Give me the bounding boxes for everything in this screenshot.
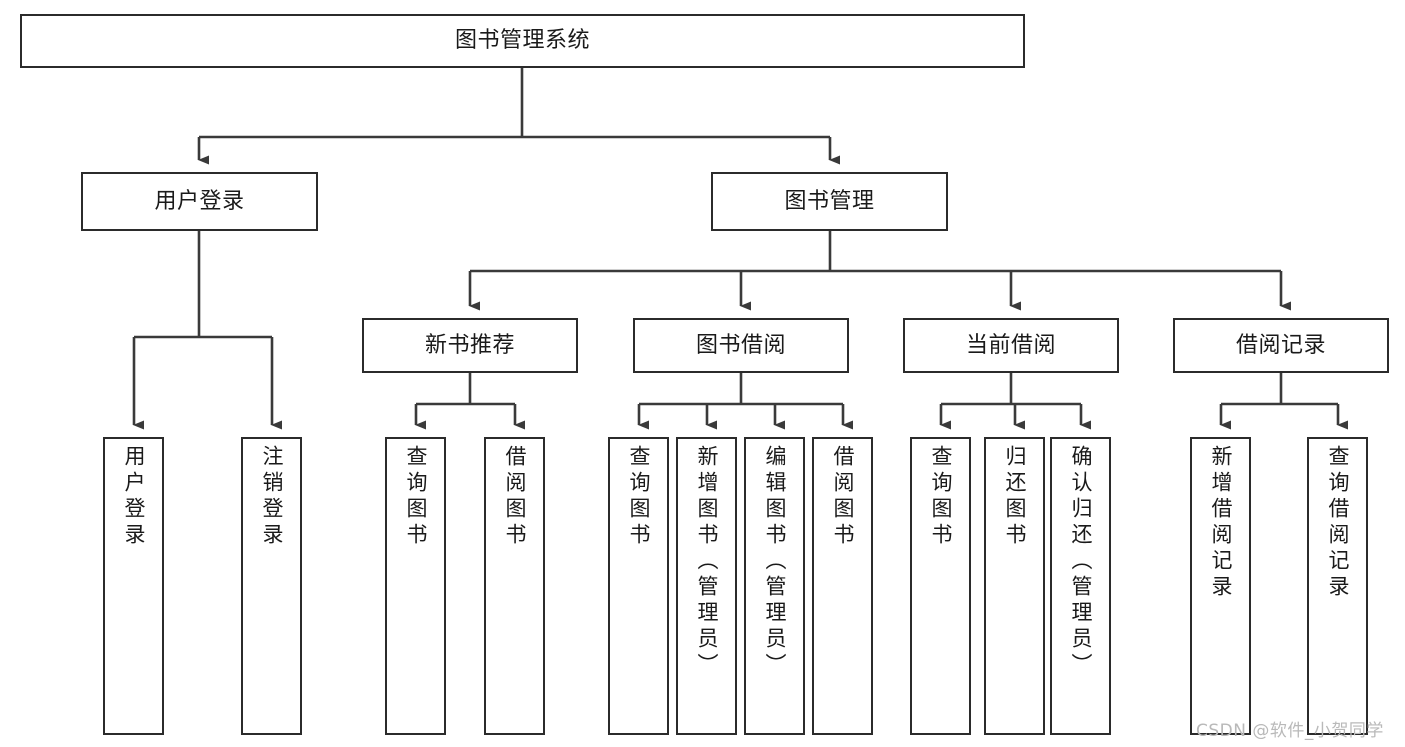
node-leaf-query-book-3-label: 查询图书	[929, 445, 953, 549]
node-borrow-record[interactable]: 借阅记录	[1173, 318, 1389, 373]
node-current-borrow[interactable]: 当前借阅	[903, 318, 1119, 373]
node-leaf-user-login-label: 用户登录	[122, 445, 146, 549]
node-leaf-edit-book-label: 编辑图书（管理员）	[763, 445, 787, 679]
node-leaf-borrow-book-1[interactable]: 借阅图书	[484, 437, 545, 735]
node-new-book-rec-label: 新书推荐	[424, 332, 515, 358]
node-leaf-query-book-2[interactable]: 查询图书	[608, 437, 669, 735]
node-leaf-return-book-label: 归还图书	[1003, 445, 1027, 549]
node-leaf-add-book[interactable]: 新增图书（管理员）	[676, 437, 737, 735]
node-leaf-confirm-return-label: 确认归还（管理员）	[1069, 445, 1093, 679]
node-leaf-user-logout-label: 注销登录	[260, 445, 284, 549]
node-leaf-borrow-book-2-label: 借阅图书	[831, 445, 855, 549]
node-leaf-query-book-1-label: 查询图书	[404, 445, 428, 549]
node-user-login[interactable]: 用户登录	[81, 172, 318, 231]
node-user-login-label: 用户登录	[154, 188, 245, 214]
node-leaf-add-record-label: 新增借阅记录	[1209, 445, 1233, 601]
node-leaf-user-login[interactable]: 用户登录	[103, 437, 164, 735]
node-root-label: 图书管理系统	[454, 28, 590, 54]
node-leaf-add-book-label: 新增图书（管理员）	[695, 445, 719, 679]
node-leaf-query-book-3[interactable]: 查询图书	[910, 437, 971, 735]
node-book-manage[interactable]: 图书管理	[711, 172, 948, 231]
node-leaf-user-logout[interactable]: 注销登录	[241, 437, 302, 735]
node-book-borrow[interactable]: 图书借阅	[633, 318, 849, 373]
node-leaf-return-book[interactable]: 归还图书	[984, 437, 1045, 735]
node-leaf-query-record[interactable]: 查询借阅记录	[1307, 437, 1368, 735]
node-current-borrow-label: 当前借阅	[965, 332, 1056, 358]
node-leaf-borrow-book-1-label: 借阅图书	[503, 445, 527, 549]
node-leaf-query-book-1[interactable]: 查询图书	[385, 437, 446, 735]
node-root-system[interactable]: 图书管理系统	[20, 14, 1025, 68]
node-book-manage-label: 图书管理	[784, 188, 875, 214]
node-leaf-borrow-book-2[interactable]: 借阅图书	[812, 437, 873, 735]
node-leaf-edit-book[interactable]: 编辑图书（管理员）	[744, 437, 805, 735]
node-new-book-rec[interactable]: 新书推荐	[362, 318, 578, 373]
node-leaf-query-book-2-label: 查询图书	[627, 445, 651, 549]
node-leaf-query-record-label: 查询借阅记录	[1326, 445, 1350, 601]
node-borrow-record-label: 借阅记录	[1235, 332, 1326, 358]
node-leaf-confirm-return[interactable]: 确认归还（管理员）	[1050, 437, 1111, 735]
node-leaf-add-record[interactable]: 新增借阅记录	[1190, 437, 1251, 735]
node-book-borrow-label: 图书借阅	[695, 332, 786, 358]
